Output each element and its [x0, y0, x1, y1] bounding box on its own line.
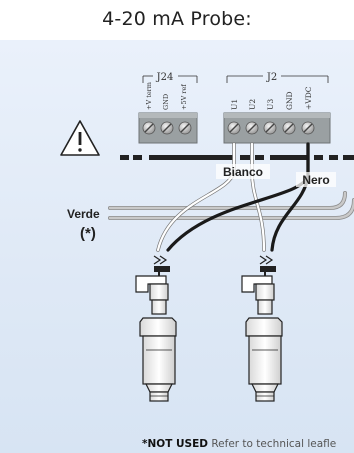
j24-pin-label-1: +V term: [145, 82, 153, 110]
wire-green: [108, 191, 354, 220]
footnote-emphasis: *NOT USED: [142, 438, 208, 450]
j24-pin-label-2: GND: [162, 94, 170, 110]
label-bianco: Bianco: [223, 165, 263, 179]
j2-pin-label-4: GND: [285, 91, 294, 110]
probe-left: [135, 255, 177, 402]
label-nero: Nero: [302, 173, 329, 187]
j2-pin-label-2: U2: [248, 99, 257, 110]
board-edge: [120, 155, 354, 160]
label-bianco-box: Bianco: [216, 164, 270, 179]
j24-pin-label-3: +5V ref: [180, 84, 188, 110]
page-title: 4-20 mA Probe:: [102, 8, 252, 30]
j24-screws: [142, 121, 192, 135]
j2-label: J2: [266, 72, 277, 83]
label-nero-box: Nero: [296, 172, 336, 187]
label-verde: Verde: [67, 207, 100, 221]
j2-pin-label-3: U3: [266, 99, 275, 110]
label-verde-note: (*): [80, 225, 96, 242]
connector-j24: J24 +V term GND +5V ref: [138, 72, 198, 144]
j2-pin-label-5: +VDC: [304, 86, 313, 110]
j2-pin-label-1: U1: [230, 99, 239, 110]
diagram-panel: [0, 40, 354, 453]
connector-j2: J2 U1 U2 U3 GND +VDC: [223, 72, 331, 144]
j2-screws: [227, 121, 315, 135]
footnote-text: Refer to technical leafle: [208, 438, 337, 450]
probe-right: [241, 255, 283, 402]
footnote: *NOT USED Refer to technical leafle: [142, 438, 336, 450]
warning-icon: [60, 120, 100, 156]
j24-label: J24: [156, 72, 174, 83]
